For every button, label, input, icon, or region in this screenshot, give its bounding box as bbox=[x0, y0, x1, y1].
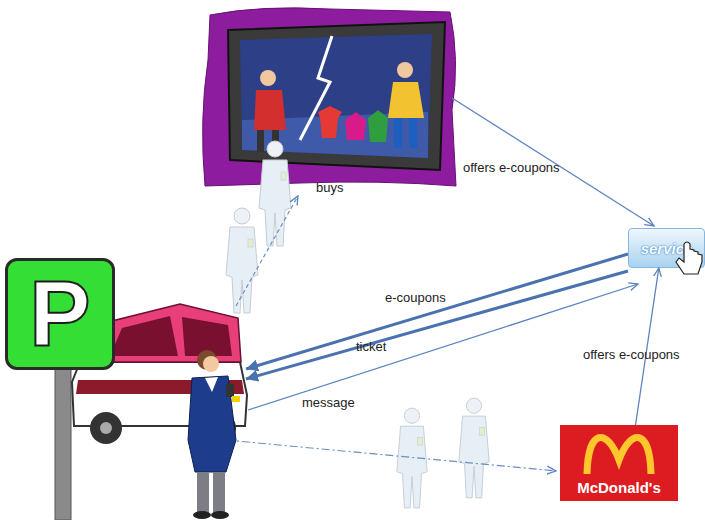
service-button: service bbox=[628, 228, 705, 268]
node-text: service bbox=[641, 240, 693, 257]
walk-arrow bbox=[226, 440, 556, 471]
offer-arrow bbox=[452, 98, 654, 226]
arrow-label: buys bbox=[316, 180, 343, 195]
node-text: McDonald's bbox=[577, 479, 661, 496]
ticket-arrow bbox=[246, 271, 628, 379]
parking-sign: P bbox=[5, 258, 115, 370]
coupon-arrow bbox=[246, 254, 628, 369]
sign-pole bbox=[55, 368, 71, 520]
node-text: P bbox=[29, 268, 90, 360]
message-arrow bbox=[248, 284, 638, 410]
arrow-label: e-coupons bbox=[385, 290, 446, 305]
connector-arrow bbox=[636, 268, 659, 425]
restaurant-logo: McDonald's bbox=[560, 425, 678, 501]
driver-figure bbox=[188, 350, 240, 519]
arrow-label: ticket bbox=[356, 339, 386, 354]
arrow-label: offers e-coupons bbox=[463, 160, 560, 175]
buys-arrow bbox=[236, 196, 298, 306]
edge-label: offers e-coupons bbox=[583, 347, 680, 362]
shop-window bbox=[203, 8, 456, 186]
arrow-label: message bbox=[302, 395, 355, 410]
